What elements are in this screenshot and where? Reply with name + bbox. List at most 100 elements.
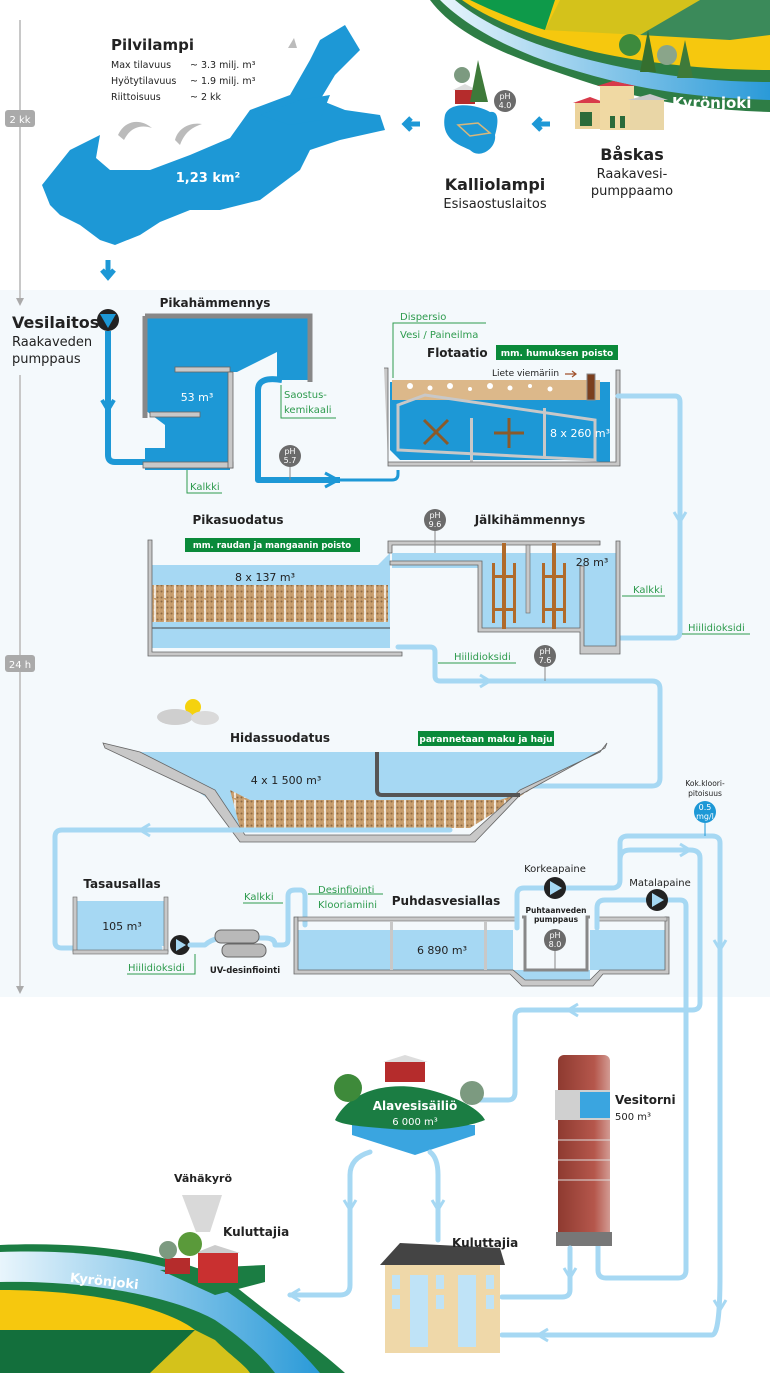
svg-text:0.5: 0.5	[699, 803, 712, 812]
chlorine-badge: Kok.kloori- pitoisuus 0.5 mg/l	[685, 779, 725, 836]
reservoir-to-city-pipe	[427, 1149, 441, 1243]
chem-co2-tasaus: Hiilidioksidi	[128, 963, 185, 974]
svg-text:pH: pH	[539, 647, 550, 656]
liete-label: Liete viemäriin	[492, 369, 559, 379]
chem-desinf-2: Klooriamiini	[318, 900, 377, 911]
svg-text:pH: pH	[499, 92, 510, 101]
pikasuodatus-volume: 8 x 137 m³	[235, 571, 295, 584]
pikahammennys-title: Pikahämmennys	[160, 296, 271, 310]
svg-text:pH: pH	[429, 511, 440, 520]
flotaatio-tank	[384, 367, 621, 467]
low-pressure-pipe	[594, 897, 689, 1281]
vahakyro-title: Vähäkyrö	[174, 1172, 232, 1185]
ph-badge-76: pH 7.6	[534, 645, 556, 681]
tasausallas-title: Tasausallas	[83, 877, 160, 891]
pikasuodatus-title: Pikasuodatus	[192, 513, 283, 527]
svg-text:Kok.kloori-: Kok.kloori-	[685, 779, 725, 788]
pump-label-1: Puhtaanveden	[526, 906, 587, 915]
vesitorni-tower-icon	[555, 1055, 612, 1246]
bird-icon	[118, 38, 297, 145]
slow-filter-out-pipe	[52, 827, 453, 951]
pilvilampi-lake-shape	[42, 25, 385, 245]
low-pressure-pump-icon	[646, 889, 668, 911]
dispersio-label: Dispersio	[400, 312, 446, 323]
flow-arrow-icon	[531, 116, 550, 132]
puhdasvesiallas-volume: 6 890 m³	[417, 944, 467, 957]
chem-kalkki-3: Kalkki	[244, 892, 274, 903]
svg-text:pitoisuus: pitoisuus	[688, 789, 722, 798]
timeline-label-2kk: 2 kk	[9, 115, 30, 126]
river-label-top: Kyrönjoki	[672, 94, 751, 112]
kalliolampi-subtitle: Esisaostuslaitos	[443, 197, 546, 212]
tasausallas-tank	[72, 896, 169, 955]
flotaatio-volume: 8 x 260 m³	[550, 427, 610, 440]
svg-text:mg/l: mg/l	[696, 812, 714, 821]
tasausallas-volume: 105 m³	[102, 920, 142, 933]
chem-kalkki-1: Kalkki	[190, 482, 220, 493]
chem-co2-right: Hiilidioksidi	[688, 623, 745, 634]
baskas-subtitle-1: Raakavesi-	[597, 167, 668, 182]
alavesisailio-volume: 6 000 m³	[392, 1117, 438, 1128]
ph-badge-57: pH 5.7	[279, 445, 301, 480]
vahakyro-consumers: Kuluttajia	[223, 1225, 289, 1239]
coagulated-pipe	[255, 376, 340, 483]
high-pressure-pipe-2	[467, 847, 703, 1103]
svg-text:~ 2 kk: ~ 2 kk	[190, 92, 222, 103]
hidassuodatus-basin	[102, 742, 608, 843]
baskas-title: Båskas	[600, 145, 663, 164]
city-consumers-label: Kuluttajia	[452, 1236, 518, 1250]
svg-text:~ 3.3 milj. m³: ~ 3.3 milj. m³	[190, 60, 256, 71]
vesitorni-volume: 500 m³	[615, 1112, 651, 1123]
mixer-icon	[422, 418, 450, 446]
pikasuodatus-badge	[185, 538, 360, 552]
filtered-pipe	[377, 644, 663, 789]
lake-arm	[260, 95, 330, 125]
raw-water-pipe	[105, 331, 165, 465]
svg-text:~ 1.9 milj. m³: ~ 1.9 milj. m³	[190, 76, 256, 87]
puhdasvesiallas-tank	[293, 915, 670, 987]
svg-text:mm. raudan ja mangaanin poisto: mm. raudan ja mangaanin poisto	[193, 541, 351, 551]
landscape-top: Kyrönjoki	[430, 0, 770, 130]
svg-text:parannetaan maku ja haju: parannetaan maku ja haju	[419, 735, 552, 745]
baskas-building-icon	[573, 81, 668, 130]
pilvilampi-area: 1,23 km²	[176, 171, 241, 186]
ph-badge-96: pH 9.6	[424, 509, 446, 553]
vesilaitos-sub-2: pumppaus	[12, 352, 81, 367]
low-pressure-label: Matalapaine	[629, 878, 690, 889]
svg-text:Max tilavuus: Max tilavuus	[111, 60, 171, 71]
hidassuodatus-title: Hidassuodatus	[230, 731, 330, 745]
baskas-subtitle-2: pumppaamo	[591, 184, 673, 199]
kalliolampi-pond-icon	[444, 60, 498, 154]
vesi-paineilma-label: Vesi / Paineilma	[400, 330, 478, 341]
puhdasvesiallas-title: Puhdasvesiallas	[392, 894, 501, 908]
vesitorni-title: Vesitorni	[615, 1093, 676, 1107]
pikasuodatus-tank	[147, 539, 601, 657]
river-label-bottom: Kyrönjoki	[69, 1271, 139, 1293]
svg-text:pH: pH	[549, 931, 560, 940]
jalkihammennys-volume: 28 m³	[576, 556, 609, 569]
jalkihammennys-tank	[389, 540, 621, 655]
ph-badge-80: pH 8.0	[544, 929, 566, 970]
weather-icon	[157, 699, 219, 725]
reservoir-out-pipe	[287, 1149, 373, 1298]
high-pressure-pump-icon	[544, 877, 566, 899]
hidassuodatus-badge	[418, 731, 554, 746]
uv-label: UV-desinfiointi	[210, 966, 280, 976]
flow-arrow-down-icon	[100, 260, 116, 281]
flotaatio-badge	[496, 345, 618, 360]
svg-text:Hyötytilavuus: Hyötytilavuus	[111, 76, 176, 87]
timeline: 2 kk 24 h	[5, 20, 35, 994]
chem-kalkki-2: Kalkki	[633, 585, 663, 596]
pikahammennys-tank	[142, 313, 313, 470]
svg-text:9.6: 9.6	[429, 520, 442, 529]
uv-lamp-icon	[214, 929, 267, 958]
chem-saostus-1: Saostus-	[284, 390, 327, 401]
pump-label-2: pumppaus	[534, 915, 579, 924]
svg-text:7.6: 7.6	[539, 656, 552, 665]
vesilaitos-title: Vesilaitos	[12, 313, 99, 332]
svg-text:Riittoisuus: Riittoisuus	[111, 92, 161, 103]
tower-to-city-pipe	[499, 1245, 573, 1300]
chem-co2-bottom: Hiilidioksidi	[454, 652, 511, 663]
alavesisailio-reservoir-icon	[334, 1055, 485, 1155]
